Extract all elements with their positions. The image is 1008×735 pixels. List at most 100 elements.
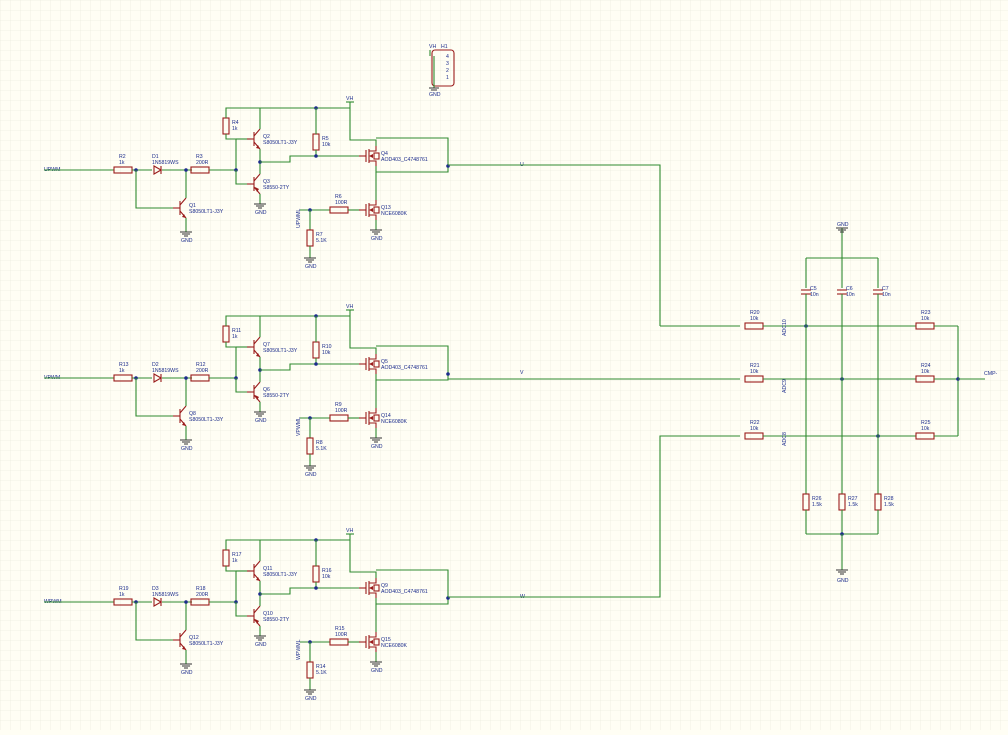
transistor-collector xyxy=(253,560,261,569)
value-label: 10k xyxy=(921,316,930,322)
vh-label: VH xyxy=(346,304,353,310)
value-label: S8550-2TY xyxy=(263,617,290,623)
value-label: 10k xyxy=(750,369,759,375)
value-label: 10n xyxy=(882,292,891,298)
mosfet-drain xyxy=(369,354,377,360)
transistor-arrow xyxy=(182,214,186,218)
wire xyxy=(225,315,261,337)
value-label: 1k xyxy=(232,558,238,564)
ref-label: R7 xyxy=(316,232,323,238)
junction-dot xyxy=(184,600,188,604)
value-label: 100R xyxy=(335,408,348,414)
ref-label: Q4 xyxy=(381,151,388,157)
gate-net-label: UPWML xyxy=(296,209,302,228)
wire xyxy=(375,345,449,381)
wire xyxy=(260,363,360,371)
transistor-arrow xyxy=(255,395,259,400)
value-label: S8050LT1-J3Y xyxy=(263,348,298,354)
wire xyxy=(235,378,250,393)
ref-label: R6 xyxy=(335,194,342,200)
value-label: S8050LT1-J3Y xyxy=(263,572,298,578)
value-label: 10k xyxy=(750,316,759,322)
gnd-label: GND xyxy=(255,642,267,648)
wire xyxy=(235,602,250,617)
ref-label: Q6 xyxy=(263,387,270,393)
value-label: 200R xyxy=(196,592,209,598)
value-label: 1k xyxy=(232,334,238,340)
transistor-collector xyxy=(179,197,187,206)
value-label: AOD403_C4748761 xyxy=(381,589,428,595)
ref-label: Q1 xyxy=(189,203,196,209)
ref-label: R21 xyxy=(750,363,760,369)
mosfet-arrow xyxy=(369,154,373,158)
ref-label: R3 xyxy=(196,154,203,160)
transistor-collector xyxy=(253,605,261,614)
value-label: 1k xyxy=(119,592,125,598)
wire xyxy=(375,137,449,173)
driver-channel-v: VPWMR131kD21N5819WSR12200RQ8S8050LT1-J3Y… xyxy=(44,304,740,478)
header-h1[interactable]: VH H1 4 3 2 1 GND xyxy=(429,44,455,98)
ref-label: Q10 xyxy=(263,611,273,617)
value-label: 1.5k xyxy=(848,502,858,508)
ref-label: Q8 xyxy=(189,411,196,417)
mosfet-arrow xyxy=(369,208,373,212)
value-label: 200R xyxy=(196,160,209,166)
transistor-collector xyxy=(253,381,261,390)
value-label: 5.1K xyxy=(316,670,327,676)
value-label: 10k xyxy=(322,142,331,148)
mosfet-body-diode[interactable] xyxy=(373,206,380,214)
phase-wire xyxy=(448,164,661,326)
diode-d2-diode[interactable] xyxy=(153,373,163,383)
wire xyxy=(349,108,377,146)
ref-label: R14 xyxy=(316,664,326,670)
mosfet-drain xyxy=(369,578,377,584)
wire xyxy=(260,155,360,163)
gnd-label: GND xyxy=(305,696,317,702)
header-pin-label: VH xyxy=(429,44,436,50)
mosfet-drain xyxy=(369,408,377,414)
value-label: NCE6080K xyxy=(381,211,407,217)
mosfet-arrow xyxy=(369,640,373,644)
mosfet-source xyxy=(369,368,377,374)
gnd-label: GND xyxy=(181,670,193,676)
junction-dot xyxy=(314,586,318,590)
value-label: 5.1K xyxy=(316,446,327,452)
value-label: AOD403_C4748761 xyxy=(381,365,428,371)
ref-label: R5 xyxy=(322,136,329,142)
gnd-label: GND xyxy=(255,418,267,424)
mosfet-arrow xyxy=(369,586,373,590)
diode-d3-diode[interactable] xyxy=(153,597,163,607)
ref-label: C7 xyxy=(882,286,889,292)
value-label: AOD403_C4748761 xyxy=(381,157,428,163)
diode-d1-diode[interactable] xyxy=(153,165,163,175)
vh-label: VH xyxy=(346,96,353,102)
mosfet-drain xyxy=(369,146,377,152)
ref-label: Q14 xyxy=(381,413,391,419)
output-net-label: CMP- xyxy=(984,371,998,377)
wire xyxy=(225,342,236,348)
value-label: 10k xyxy=(921,369,930,375)
ref-label: C5 xyxy=(810,286,817,292)
wire xyxy=(225,539,261,561)
mosfet-body-diode[interactable] xyxy=(373,360,380,368)
mosfet-body-diode[interactable] xyxy=(373,152,380,160)
mosfet-body-diode[interactable] xyxy=(373,638,380,646)
value-label: 10n xyxy=(810,292,819,298)
mosfet-source xyxy=(369,422,377,428)
gnd-label: GND xyxy=(371,236,383,242)
ref-label: R26 xyxy=(812,496,822,502)
header-pin-3: 3 xyxy=(446,61,449,67)
header-pin-2: 2 xyxy=(446,68,449,74)
gnd-label: GND xyxy=(371,668,383,674)
mosfet-body-diode[interactable] xyxy=(373,414,380,422)
transistor-arrow xyxy=(255,619,259,624)
wire xyxy=(135,602,176,641)
ref-label: R15 xyxy=(335,626,345,632)
value-label: 10k xyxy=(750,426,759,432)
value-label: 1N5819WS xyxy=(152,368,179,374)
transistor-collector xyxy=(253,336,261,345)
value-label: 100R xyxy=(335,632,348,638)
mosfet-arrow xyxy=(369,416,373,420)
mosfet-body-diode[interactable] xyxy=(373,584,380,592)
